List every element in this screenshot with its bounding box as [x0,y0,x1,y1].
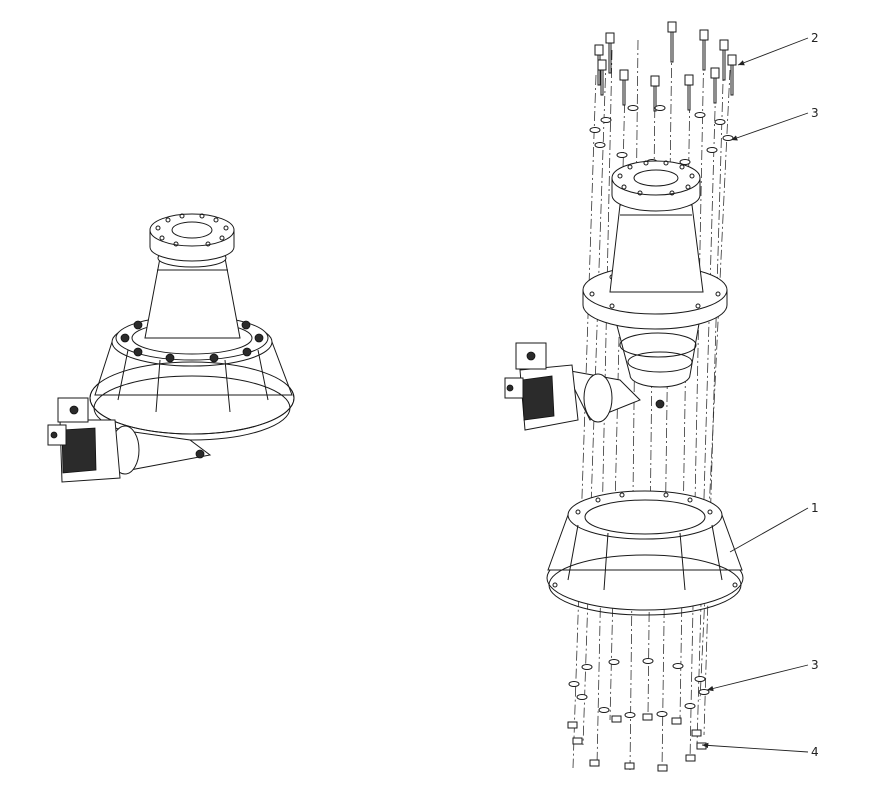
assembled-drive-motor [47,397,212,483]
callouts: 2 3 1 3 4 [701,31,819,759]
assembled-cone [144,248,241,339]
callout-4: 4 [811,745,819,759]
assembled-top-flange [149,213,235,262]
screws-item-2 [594,21,737,112]
callout-1: 1 [811,501,819,515]
exploded-gearbox-assembly [504,160,728,431]
nuts-item-4 [567,713,707,772]
washers-item-3-bottom [568,658,710,718]
callout-3-bottom: 3 [811,658,819,672]
assembled-unit [47,213,295,483]
washers-item-3-top [589,105,734,165]
callout-2: 2 [811,31,819,45]
callout-3-top: 3 [811,106,819,120]
base-housing-item-1 [546,490,744,616]
exploded-view: 2 3 1 3 4 [504,21,819,772]
